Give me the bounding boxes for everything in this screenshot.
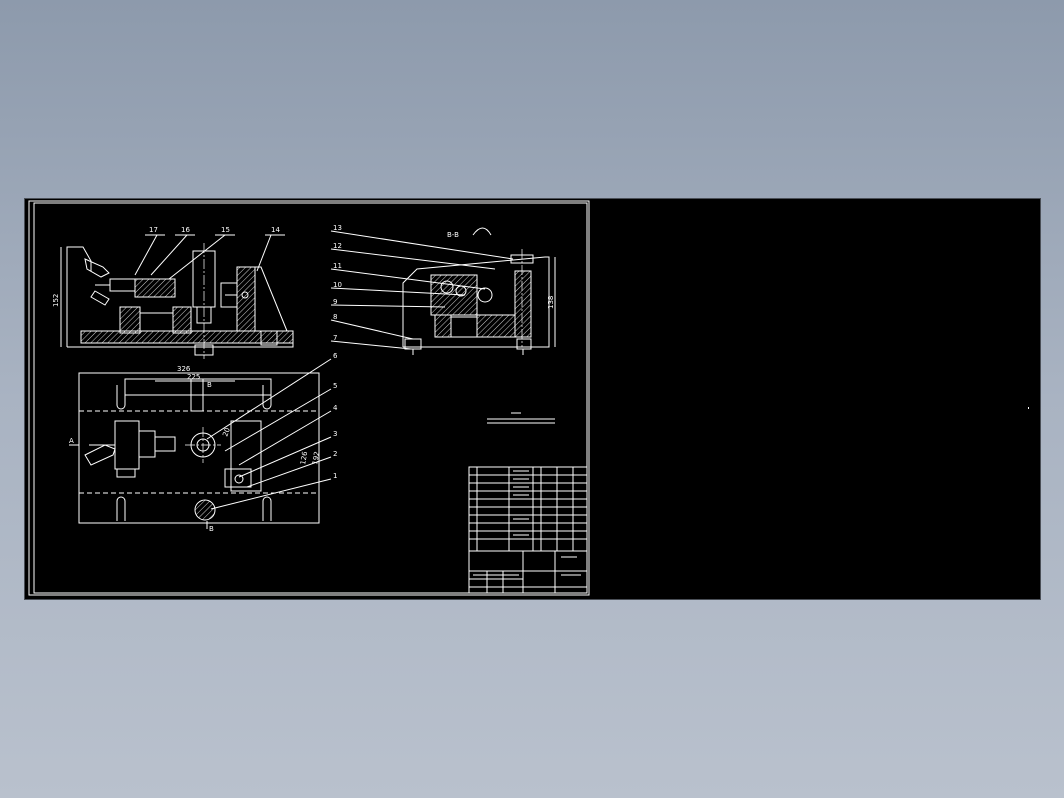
part-5: 5 xyxy=(333,382,337,390)
part-14: 14 xyxy=(271,226,280,234)
dim-diag-2: 192 xyxy=(311,451,321,466)
view-mark-b-bottom: B xyxy=(209,525,214,533)
part-12: 12 xyxy=(333,242,342,250)
side-section-view: B-B 138 xyxy=(402,227,556,355)
dim-small: 20 xyxy=(221,427,232,438)
part-8: 8 xyxy=(333,313,337,321)
part-10: 10 xyxy=(333,281,342,289)
plan-view: 326 225 20 126 192 A B B xyxy=(69,365,321,533)
part-15: 15 xyxy=(221,226,230,234)
front-view-leaders: 17 16 15 14 xyxy=(134,226,285,280)
dim-plan-inner: 225 xyxy=(187,373,200,381)
cad-viewport[interactable]: 152 17 16 15 14 B-B xyxy=(24,198,1041,600)
view-mark-a: A xyxy=(69,437,74,445)
cursor-mark xyxy=(1028,407,1029,409)
part-16: 16 xyxy=(181,226,190,234)
part-9: 9 xyxy=(333,298,337,306)
sheet-outer-border xyxy=(28,200,590,596)
side-view-leaders: 13 12 11 10 9 8 7 xyxy=(330,224,514,350)
front-section-view: 152 xyxy=(52,243,294,359)
part-1: 1 xyxy=(333,472,337,480)
dim-plan-outer: 326 xyxy=(177,365,191,373)
dim-front-height: 152 xyxy=(52,294,60,307)
dim-diag-1: 126 xyxy=(299,450,309,465)
part-7: 7 xyxy=(333,334,337,342)
section-label: B-B xyxy=(447,231,459,239)
technical-notes xyxy=(487,412,555,424)
part-13: 13 xyxy=(333,224,342,232)
view-mark-b-top: B xyxy=(207,381,212,389)
part-17: 17 xyxy=(149,226,158,234)
bill-of-materials xyxy=(468,466,588,594)
part-3: 3 xyxy=(333,430,337,438)
sheet-inner-border xyxy=(33,202,588,594)
engineering-drawing: 152 17 16 15 14 B-B xyxy=(28,200,1029,596)
plan-view-leaders: 6 5 4 3 2 1 xyxy=(206,352,338,510)
part-4: 4 xyxy=(333,404,338,412)
dim-side-height: 138 xyxy=(547,296,555,309)
part-6: 6 xyxy=(333,352,338,360)
part-2: 2 xyxy=(333,450,337,458)
part-11: 11 xyxy=(333,262,342,270)
